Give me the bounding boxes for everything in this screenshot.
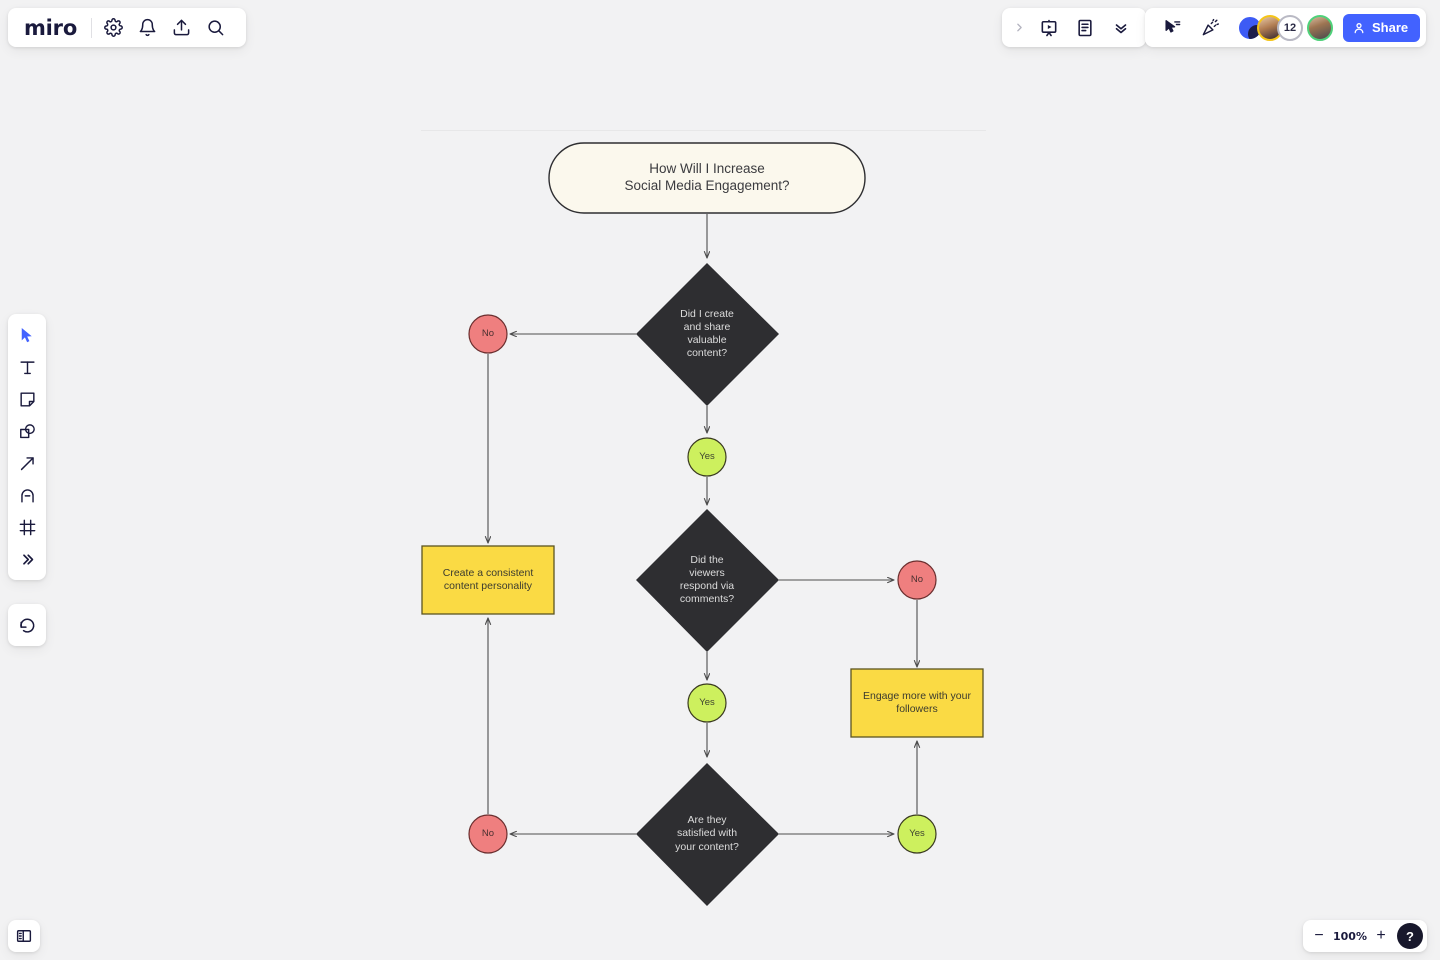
upload-icon[interactable] [164,11,198,45]
toolbar-divider [91,17,93,38]
left-tool-rail [8,314,46,580]
panel-toggle-button[interactable] [8,920,40,952]
connector-tool[interactable] [12,448,42,478]
node-yes-3-shape[interactable] [897,814,937,854]
share-button[interactable]: Share [1343,13,1421,42]
search-icon[interactable] [198,11,232,45]
zoom-out-button[interactable]: − [1314,927,1324,944]
person-icon [1352,21,1366,35]
avatar-count[interactable]: 12 [1277,14,1303,41]
notes-icon[interactable] [1068,11,1102,45]
sticky-note-tool[interactable] [12,384,42,414]
node-decision-2-shape[interactable] [636,509,779,652]
node-decision-3-shape[interactable] [636,763,779,906]
miro-logo[interactable]: miro [24,15,78,40]
collaborator-avatars: 12 [1237,14,1333,41]
undo-rail [8,604,46,646]
node-action-2-shape[interactable] [850,668,984,738]
select-tool[interactable] [12,320,42,350]
node-no-1-shape[interactable] [468,314,508,354]
celebrate-icon[interactable] [1193,11,1227,45]
top-mid-toolbar [1002,8,1146,47]
help-button[interactable]: ? [1397,923,1423,949]
node-yes-1-shape[interactable] [687,437,727,477]
node-start-shape[interactable] [548,142,866,214]
node-yes-2-shape[interactable] [687,683,727,723]
node-decision-1-shape[interactable] [636,263,779,406]
presentation-icon[interactable] [1032,11,1066,45]
settings-icon[interactable] [96,11,130,45]
frame-boundary-line [421,130,986,131]
share-label: Share [1372,20,1409,35]
frame-tool[interactable] [12,512,42,542]
top-left-toolbar: miro [8,8,247,47]
text-tool[interactable] [12,352,42,382]
top-right-toolbar: 12 Share [1145,8,1427,47]
chevron-right-icon[interactable] [1008,11,1030,45]
avatar-user-2[interactable] [1307,14,1333,41]
zoom-in-button[interactable]: + [1376,927,1386,944]
undo-button[interactable] [12,610,42,640]
more-tools[interactable] [12,544,42,574]
node-no-3-shape[interactable] [468,814,508,854]
pen-tool[interactable] [12,480,42,510]
sidebar-panel-icon [15,927,33,945]
node-action-1-shape[interactable] [421,545,555,615]
cursor-share-icon[interactable] [1155,11,1189,45]
zoom-level-label[interactable]: 100% [1333,929,1367,943]
bell-icon[interactable] [130,11,164,45]
shapes-tool[interactable] [12,416,42,446]
zoom-toolbar: − 100% + ? [1303,920,1427,952]
chevrons-down-icon[interactable] [1104,11,1138,45]
node-no-2-shape[interactable] [897,560,937,600]
